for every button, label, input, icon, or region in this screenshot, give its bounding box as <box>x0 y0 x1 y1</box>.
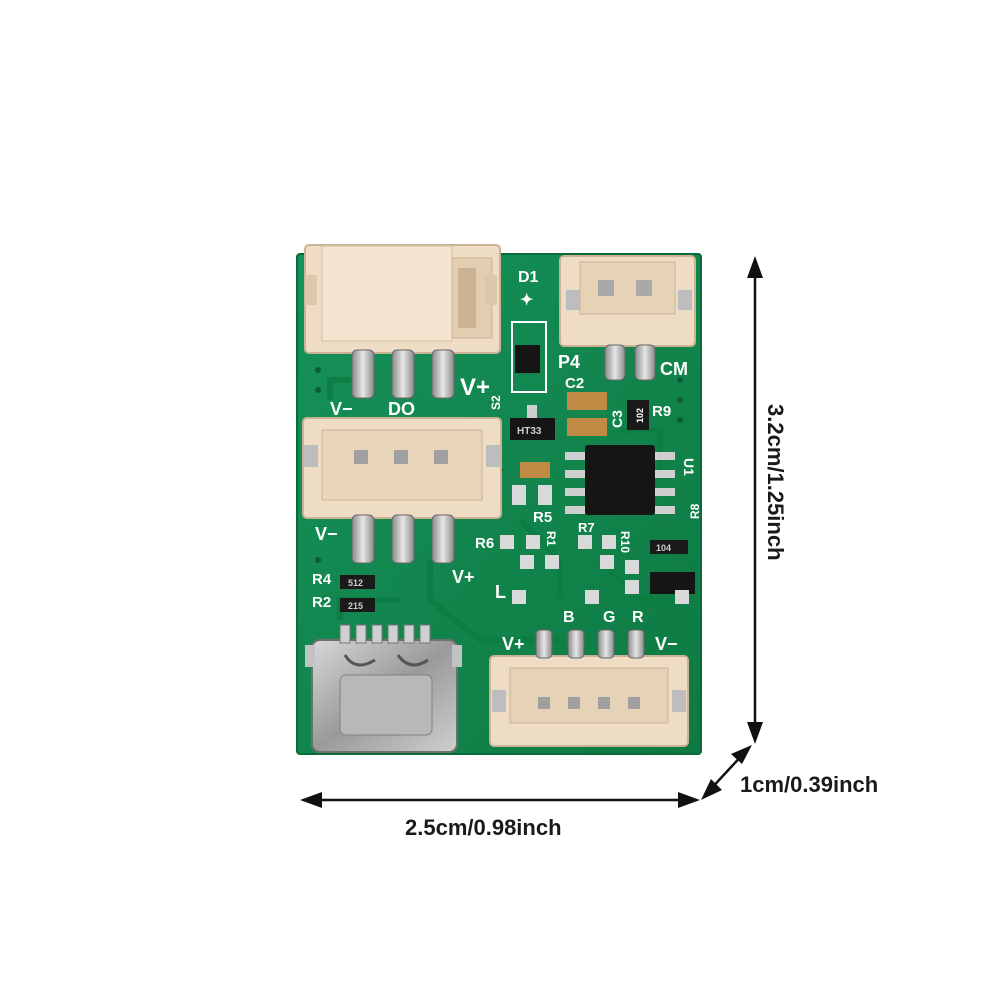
ic-u1 <box>565 445 675 515</box>
label-r9: R9 <box>652 403 671 420</box>
label-vplus-mid: V+ <box>452 567 475 587</box>
depth-arrow-bottom-head <box>701 779 722 800</box>
label-r4-code: 512 <box>348 578 363 588</box>
label-c2: C2 <box>565 375 584 392</box>
label-vplus-top: V+ <box>460 374 490 401</box>
connector-bottom-right-pins <box>535 629 645 659</box>
dimension-arrows <box>300 256 763 808</box>
label-vminus-bottom: V− <box>655 634 678 654</box>
label-do: DO <box>388 399 415 419</box>
label-r8-code: 104 <box>656 543 671 553</box>
diode-d1 <box>511 321 547 393</box>
label-diode-symbol: ✦ <box>520 292 533 309</box>
connector-middle-left <box>302 417 502 519</box>
width-arrow-left-head <box>300 792 322 808</box>
width-dimension-label: 2.5cm/0.98inch <box>405 815 562 840</box>
label-d1: D1 <box>518 269 539 286</box>
transistor-right <box>650 572 695 594</box>
connector-top-left-pins <box>351 349 455 399</box>
label-l: L <box>495 582 506 602</box>
label-r10: R10 <box>618 531 632 553</box>
label-vminus-2: V− <box>315 524 338 544</box>
height-arrow-bottom-head <box>747 722 763 744</box>
connector-bottom-right <box>489 655 689 747</box>
label-vplus-bottom: V+ <box>502 634 525 654</box>
label-r7: R7 <box>578 520 595 535</box>
height-dimension-label: 3.2cm/1.25inch <box>763 404 788 561</box>
usb-c-port <box>305 624 462 753</box>
silkscreen: D1 ✦ P4 CM C2 R9 102 V+ S2 C3 U1 HT33 V−… <box>312 269 702 654</box>
label-r8: R8 <box>688 503 702 519</box>
label-r: R <box>632 609 644 626</box>
label-r5: R5 <box>533 509 552 526</box>
label-r4: R4 <box>312 571 332 588</box>
depth-arrow-top-head <box>731 745 752 764</box>
label-s2: S2 <box>489 395 503 410</box>
passive-components <box>340 392 689 612</box>
label-r9-code: 102 <box>635 408 645 423</box>
transistor-ht33 <box>510 405 555 440</box>
depth-dimension-label: 1cm/0.39inch <box>740 772 879 797</box>
connector-top-right <box>559 255 696 347</box>
label-r2-code: 215 <box>348 601 363 611</box>
connector-top-left <box>304 244 501 354</box>
label-r1: R1 <box>544 531 558 547</box>
height-arrow-top-head <box>747 256 763 278</box>
label-ht33: HT33 <box>517 426 542 437</box>
label-c3: C3 <box>609 410 625 428</box>
label-b: B <box>563 609 575 626</box>
label-r6: R6 <box>475 535 494 552</box>
width-arrow-right-head <box>678 792 700 808</box>
label-u1: U1 <box>681 458 697 476</box>
connector-middle-left-pins <box>351 514 455 564</box>
label-g: G <box>603 609 615 626</box>
connector-top-right-pins <box>604 344 656 381</box>
label-r2: R2 <box>312 594 331 611</box>
label-p4: P4 <box>558 352 580 372</box>
label-cm: CM <box>660 359 688 379</box>
label-vminus-1: V− <box>330 399 353 419</box>
